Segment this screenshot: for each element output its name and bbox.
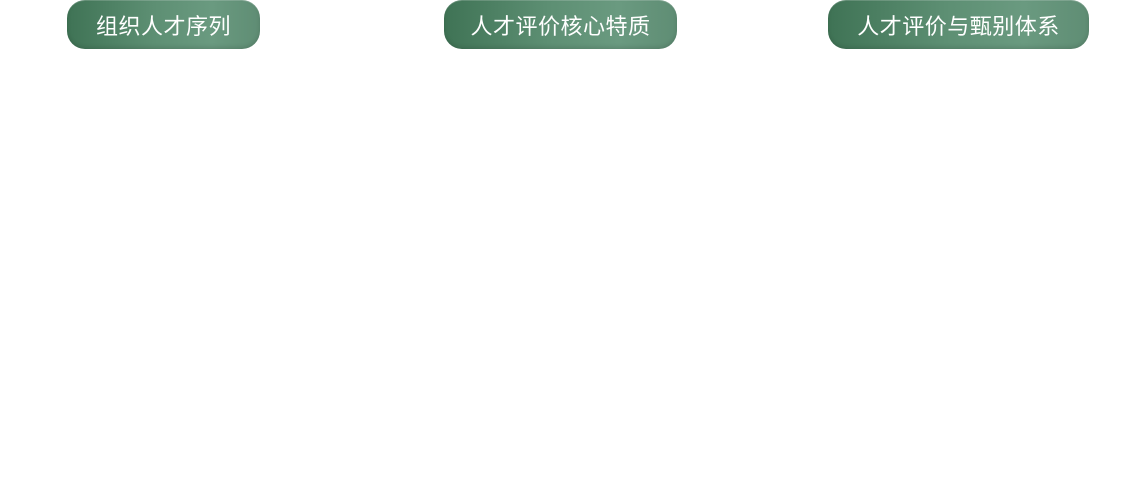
tab-label: 人才评价与甄别体系 (857, 14, 1060, 40)
tab-organization-talent-sequence[interactable]: 组织人才序列 (67, 0, 260, 49)
tab-talent-evaluation-screening-system[interactable]: 人才评价与甄别体系 (828, 0, 1089, 49)
tab-talent-evaluation-core-traits[interactable]: 人才评价核心特质 (444, 0, 677, 49)
tab-label: 组织人才序列 (95, 14, 231, 40)
tab-label: 人才评价核心特质 (470, 14, 651, 40)
